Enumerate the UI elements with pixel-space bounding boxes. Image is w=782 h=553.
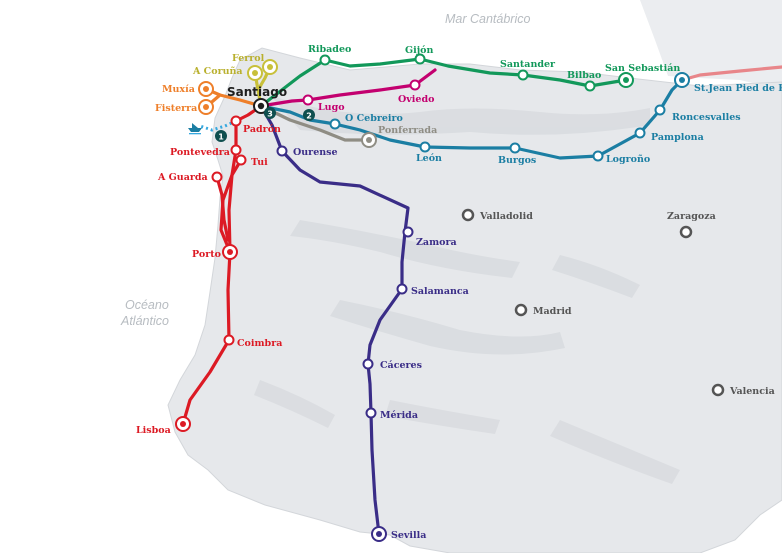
stop-ponferrada[interactable] bbox=[361, 132, 377, 148]
sea-label-cantabrico: Mar Cantábrico bbox=[445, 12, 530, 26]
label-logrono: Logroño bbox=[606, 154, 650, 165]
label-sevilla: Sevilla bbox=[391, 530, 426, 541]
route-frances[interactable] bbox=[259, 78, 684, 160]
svg-text:2: 2 bbox=[306, 112, 312, 121]
label-lisboa: Lisboa bbox=[136, 425, 171, 436]
stop-oviedo[interactable] bbox=[409, 79, 421, 91]
stop-tui[interactable] bbox=[235, 154, 247, 166]
label-coruna: A Coruña bbox=[192, 66, 243, 77]
route-portugues-guarda[interactable] bbox=[215, 175, 230, 242]
route-arousa[interactable] bbox=[199, 119, 237, 132]
city-label-madrid: Madrid bbox=[533, 306, 572, 317]
label-oviedo: Oviedo bbox=[398, 94, 434, 105]
label-coimbra: Coimbra bbox=[237, 338, 282, 349]
city-label-zaragoza: Zaragoza bbox=[667, 211, 716, 222]
city-label-valencia: Valencia bbox=[729, 386, 775, 397]
badge-2: 2 bbox=[303, 109, 315, 121]
stop-gijon[interactable] bbox=[414, 53, 426, 65]
stop-sansebastian[interactable] bbox=[618, 72, 634, 88]
badge-3: 3 bbox=[264, 107, 276, 119]
city-marker-madrid[interactable] bbox=[514, 303, 528, 317]
stop-roncesvalles[interactable] bbox=[654, 104, 666, 116]
label-santander: Santander bbox=[500, 59, 556, 70]
label-fisterra: Fisterra bbox=[155, 103, 197, 114]
svg-text:3: 3 bbox=[267, 110, 273, 119]
france-landmass bbox=[640, 0, 782, 90]
stop-ourense[interactable] bbox=[276, 145, 288, 157]
iberia-landmass bbox=[167, 47, 782, 553]
stop-ferrol[interactable] bbox=[262, 59, 278, 75]
label-leon: León bbox=[416, 153, 442, 164]
label-caceres: Cáceres bbox=[380, 360, 422, 371]
label-tui: Tui bbox=[251, 157, 268, 168]
route-france[interactable] bbox=[680, 65, 782, 82]
label-padron: Padrón bbox=[243, 124, 281, 135]
target-icon[interactable] bbox=[253, 98, 269, 114]
label-ourense: Ourense bbox=[293, 147, 338, 158]
label-pamplona: Pamplona bbox=[651, 132, 704, 143]
stop-pontevedra[interactable] bbox=[230, 144, 242, 156]
city-label-valladolid: Valladolid bbox=[479, 211, 533, 222]
label-gijon: Gijón bbox=[405, 45, 433, 56]
city-marker-valladolid[interactable] bbox=[461, 208, 475, 222]
stop-fisterra[interactable] bbox=[198, 99, 214, 115]
sea-label-atlantico-line1: Océano bbox=[125, 298, 169, 312]
stop-coimbra[interactable] bbox=[223, 334, 235, 346]
sea-label-atlantico-line2: Atlántico bbox=[120, 314, 169, 328]
hub-label-santiago: Santiago bbox=[227, 85, 287, 99]
svg-text:1: 1 bbox=[218, 133, 224, 142]
stop-sevilla[interactable] bbox=[371, 526, 387, 542]
route-sanabres[interactable] bbox=[259, 104, 371, 142]
label-zamora: Zamora bbox=[416, 237, 457, 248]
label-stjean: St.Jean Pied de P bbox=[694, 83, 782, 94]
stop-zamora[interactable] bbox=[402, 226, 414, 238]
label-sansebastian: San Sebastián bbox=[605, 63, 680, 74]
stop-lugo[interactable] bbox=[302, 94, 314, 106]
boat-icon bbox=[188, 123, 202, 135]
label-salamanca: Salamanca bbox=[411, 286, 469, 297]
stop-porto[interactable] bbox=[222, 244, 238, 260]
stop-logrono[interactable] bbox=[592, 150, 604, 162]
stop-merida[interactable] bbox=[365, 407, 377, 419]
badge-1: 1 bbox=[215, 130, 227, 142]
stop-coruna[interactable] bbox=[247, 65, 263, 81]
label-muxia: Muxía bbox=[162, 84, 195, 95]
stop-stjean[interactable] bbox=[674, 72, 690, 88]
label-roncesvalles: Roncesvalles bbox=[672, 112, 741, 123]
label-cebreiro: O Cebreiro bbox=[345, 113, 403, 124]
label-ribadeo: Ribadeo bbox=[308, 44, 351, 55]
stop-aguarda[interactable] bbox=[211, 171, 223, 183]
stop-pamplona[interactable] bbox=[634, 127, 646, 139]
label-porto: Porto bbox=[192, 249, 221, 260]
label-aguarda: A Guarda bbox=[157, 172, 208, 183]
city-marker-valencia[interactable] bbox=[711, 383, 725, 397]
stop-salamanca[interactable] bbox=[396, 283, 408, 295]
stop-caceres[interactable] bbox=[362, 358, 374, 370]
relief-shading bbox=[254, 95, 680, 484]
stop-santander[interactable] bbox=[517, 69, 529, 81]
stop-bilbao[interactable] bbox=[584, 80, 596, 92]
stop-ribadeo[interactable] bbox=[319, 54, 331, 66]
stop-padron[interactable] bbox=[230, 115, 242, 127]
stop-cebreiro[interactable] bbox=[329, 118, 341, 130]
label-burgos: Burgos bbox=[498, 155, 536, 166]
label-merida: Mérida bbox=[380, 410, 418, 421]
label-bilbao: Bilbao bbox=[567, 70, 601, 81]
label-pontevedra: Pontevedra bbox=[170, 147, 230, 158]
label-ponferrada: Ponferrada bbox=[378, 125, 437, 136]
stop-muxia[interactable] bbox=[198, 81, 214, 97]
stop-leon[interactable] bbox=[419, 141, 431, 153]
label-ferrol: Ferrol bbox=[232, 53, 265, 64]
stop-burgos[interactable] bbox=[509, 142, 521, 154]
label-lugo: Lugo bbox=[318, 102, 345, 113]
route-plata[interactable] bbox=[259, 104, 410, 536]
stop-lisboa[interactable] bbox=[175, 416, 191, 432]
city-marker-zaragoza[interactable] bbox=[679, 225, 693, 239]
